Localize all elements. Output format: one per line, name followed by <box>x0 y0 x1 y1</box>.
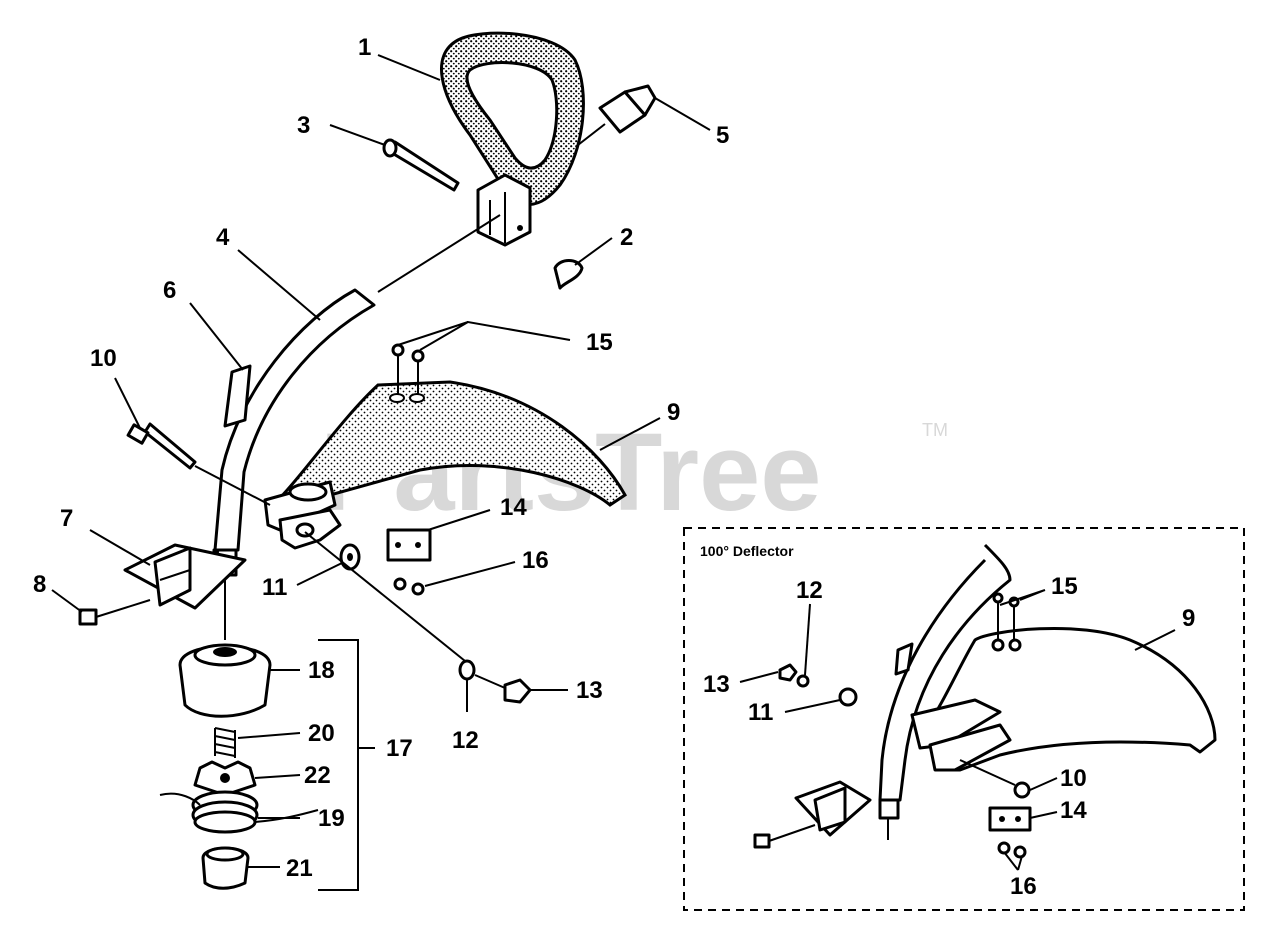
part-10-bolt <box>126 422 271 506</box>
part-2-clip <box>553 259 584 290</box>
part-20-spring <box>214 727 236 758</box>
inset-callout-10: 10 <box>1060 765 1087 792</box>
callout-22: 22 <box>304 762 331 789</box>
part-8-bolt <box>78 599 151 626</box>
inset-deflector: 100° Deflector <box>683 527 1245 911</box>
part-15-screws <box>391 343 425 395</box>
part-14-block <box>386 528 432 562</box>
callout-14: 14 <box>500 494 527 521</box>
inset-border <box>683 527 1245 911</box>
inset-callout-9: 9 <box>1182 605 1195 632</box>
inset-callout-13: 13 <box>703 671 730 698</box>
part-13-nut <box>474 674 532 704</box>
part-12-washer <box>458 659 476 681</box>
callout-18: 18 <box>308 657 335 684</box>
part-5-grip <box>577 84 657 146</box>
callout-11: 11 <box>262 574 287 601</box>
part-22-spool-cap <box>193 760 257 797</box>
callout-15: 15 <box>586 329 613 356</box>
inset-callouts: 9 10 11 12 13 14 15 16 <box>703 573 1195 900</box>
callout-6: 6 <box>163 277 176 304</box>
main-callouts: 1 2 3 4 5 6 7 8 9 10 11 12 13 14 15 16 1… <box>33 34 729 882</box>
inset-callout-14: 14 <box>1060 797 1087 824</box>
part-1-handle <box>439 31 585 247</box>
part-3-bolt <box>382 138 460 192</box>
callout-8: 8 <box>33 571 46 598</box>
part-9-deflector <box>263 380 627 550</box>
callout-9: 9 <box>667 399 680 426</box>
inset-shaft <box>878 543 1012 802</box>
callout-7: 7 <box>60 505 73 532</box>
inset-callout-16: 16 <box>1010 873 1037 900</box>
part-18-housing <box>178 643 272 718</box>
watermark-trademark: TM <box>922 420 948 440</box>
part-16-nuts <box>393 577 425 596</box>
part-19-spool <box>159 790 319 834</box>
inset-callout-12: 12 <box>796 577 823 604</box>
callout-17: 17 <box>386 735 413 762</box>
callout-10: 10 <box>90 345 117 372</box>
part-7-bracket <box>123 543 247 610</box>
inset-callout-15: 15 <box>1051 573 1078 600</box>
callout-1: 1 <box>358 34 371 61</box>
callout-4: 4 <box>216 224 230 251</box>
callout-2: 2 <box>620 224 633 251</box>
inset-leader-lines <box>739 589 1176 871</box>
callout-3: 3 <box>297 112 310 139</box>
inset-title: 100° Deflector <box>700 543 794 559</box>
callout-12: 12 <box>452 727 479 754</box>
callout-21: 21 <box>286 855 313 882</box>
part-21-knob <box>201 846 250 890</box>
callout-5: 5 <box>716 122 729 149</box>
main-leader-lines <box>51 54 711 868</box>
assembly-17-bracket <box>318 639 375 891</box>
inset-callout-11: 11 <box>748 699 773 726</box>
callout-19: 19 <box>318 805 345 832</box>
callout-20: 20 <box>308 720 335 747</box>
callout-16: 16 <box>522 547 549 574</box>
part-6-label <box>223 364 252 428</box>
callout-13: 13 <box>576 677 603 704</box>
part-11-washer <box>304 531 471 666</box>
